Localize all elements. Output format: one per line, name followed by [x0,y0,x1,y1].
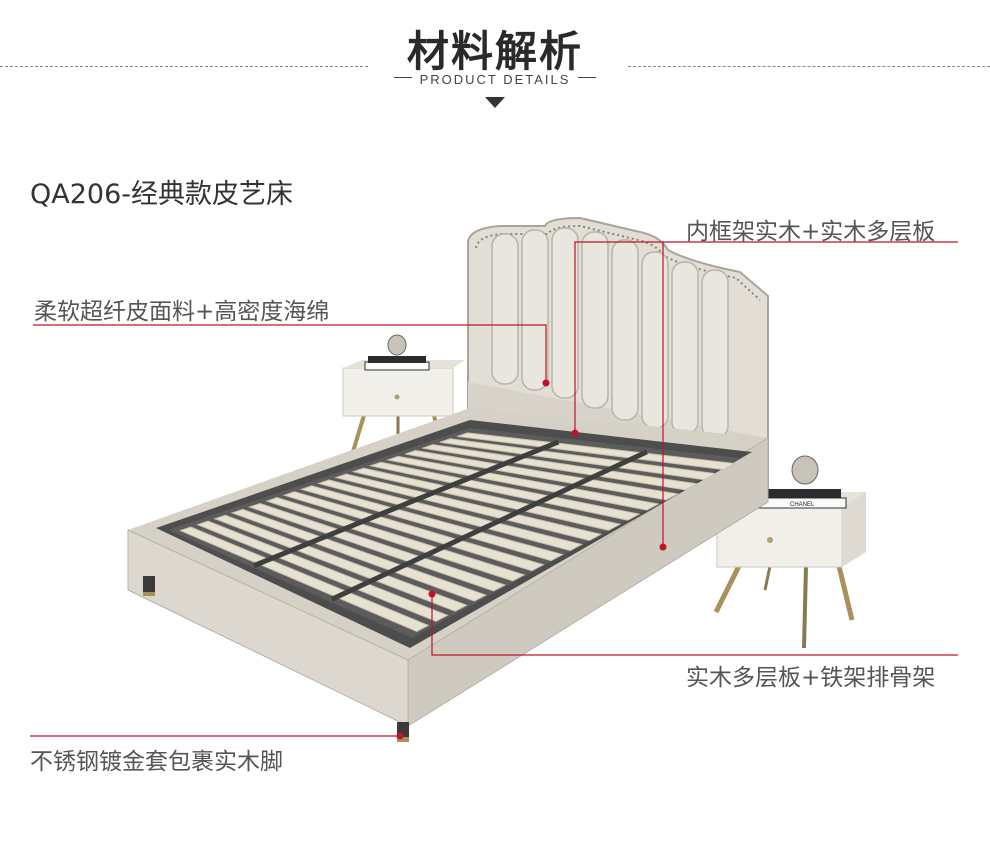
support-rail [330,449,648,602]
bed-slats [178,432,737,633]
right-nightstand: CHANEL [713,455,866,649]
down-triangle-icon [485,97,505,108]
annotation-dots [396,379,667,740]
book-label: CHANEL [790,502,815,508]
section-subtitle: PRODUCT DETAILS [419,72,571,87]
annotation-legs-label: 不锈钢镀金套包裹实木脚 [30,749,283,775]
annotation-leather-label: 柔软超纤皮面料+高密度海绵 [34,299,330,325]
product-model-title: QA206-经典款皮艺床 [30,179,293,210]
front-left-leg [143,576,155,596]
header-solid-line-right [578,77,596,78]
section-title: 材料解析 [406,27,583,76]
annotation-slats-label: 实木多层板+铁架排骨架 [686,665,936,691]
support-rail [252,439,560,568]
header-dashed-line-right [628,66,990,67]
annotation-frame-label: 内框架实木+实木多层板 [686,219,936,245]
annotation-lines [30,241,958,737]
header-dashed-line-left [0,66,368,67]
header-solid-line-left [394,77,412,78]
